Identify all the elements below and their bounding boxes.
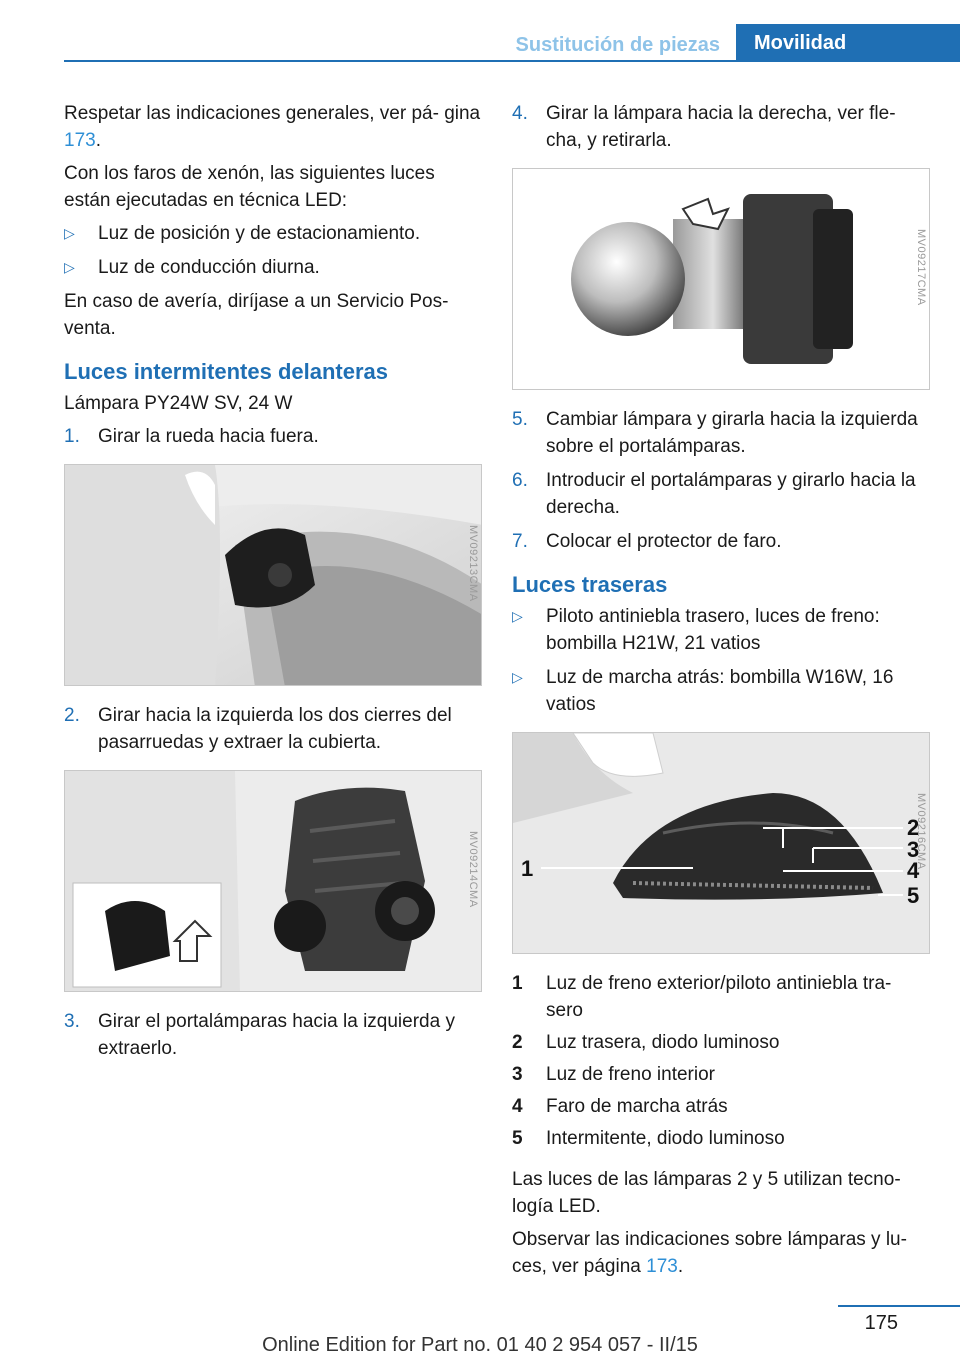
footer-rule bbox=[838, 1305, 960, 1307]
page-link-173[interactable]: 173 bbox=[646, 1256, 678, 1277]
callout-label-5: 5 bbox=[907, 883, 919, 908]
triangle-bullet-icon: ▷ bbox=[512, 608, 523, 624]
bullet-item: ▷Luz de conducción diurna. bbox=[64, 254, 482, 281]
section-heading-front-indicators: Luces intermitentes delanteras bbox=[64, 359, 389, 384]
step-2: 2.Girar hacia la izquierda los dos cierr… bbox=[64, 705, 452, 753]
step-1: 1.Girar la rueda hacia fuera. bbox=[64, 426, 319, 447]
step-3: 3.Girar el portalámparas hacia la izquie… bbox=[64, 1011, 455, 1059]
callout-label-3: 3 bbox=[907, 837, 919, 862]
step-6: 6.Introducir el portalámparas y girarlo … bbox=[512, 470, 916, 518]
footer-edition: Online Edition for Part no. 01 40 2 954 … bbox=[262, 1334, 698, 1356]
bullet-item: ▷Luz de posición y de estacionamiento. bbox=[64, 220, 482, 247]
header-chapter-tab: Movilidad bbox=[736, 24, 960, 62]
bullet-item: ▷Piloto antiniebla trasero, luces de fre… bbox=[512, 603, 930, 657]
left-column: Respetar las indicaciones generales, ver… bbox=[64, 100, 482, 1069]
header-rule bbox=[64, 60, 960, 62]
figure-code: MV09213CMA bbox=[467, 525, 479, 602]
outro-paragraph-1: Las luces de las lámparas 2 y 5 utilizan… bbox=[512, 1169, 901, 1217]
figure-code: MV09214CMA bbox=[467, 831, 479, 908]
step-4: 4.Girar la lámpara hacia la derecha, ver… bbox=[512, 103, 896, 151]
lamp-spec: Lámpara PY24W SV, 24 W bbox=[64, 393, 293, 414]
triangle-bullet-icon: ▷ bbox=[64, 225, 75, 241]
callout-label-4: 4 bbox=[907, 858, 920, 883]
figure-wheel-arch: MV09213CMA bbox=[64, 464, 482, 686]
figure-code: MV09216CMA bbox=[915, 793, 927, 870]
callout-label-2: 2 bbox=[907, 815, 919, 840]
triangle-bullet-icon: ▷ bbox=[512, 669, 523, 685]
intro-paragraph-1: Respetar las indicaciones generales, ver… bbox=[64, 103, 481, 151]
figure-tail-light: 1 2 3 4 5 MV09216CMA bbox=[512, 732, 930, 954]
bullet-item: ▷Luz de marcha atrás: bombilla W16W, 16 … bbox=[512, 664, 930, 718]
triangle-bullet-icon: ▷ bbox=[64, 259, 75, 275]
header-section-title: Sustitución de piezas bbox=[515, 34, 720, 56]
step-5: 5.Cambiar lámpara y girarla hacia la izq… bbox=[512, 409, 918, 457]
callout-label-1: 1 bbox=[521, 856, 533, 881]
figure-bulb-removal: MV09217CMA bbox=[512, 168, 930, 390]
outro-paragraph-2: Observar las indicaciones sobre lámparas… bbox=[512, 1229, 907, 1277]
figure-code: MV09217CMA bbox=[915, 229, 927, 306]
section-heading-rear-lights: Luces traseras bbox=[512, 572, 668, 597]
right-column: 4.Girar la lámpara hacia la derecha, ver… bbox=[512, 100, 930, 1286]
intro-paragraph-3: En caso de avería, diríjase a un Servici… bbox=[64, 291, 449, 339]
figure-wheel-housing-cover: MV09214CMA bbox=[64, 770, 482, 992]
page-link-173[interactable]: 173 bbox=[64, 130, 96, 151]
page-number: 175 bbox=[864, 1312, 898, 1334]
intro-paragraph-2: Con los faros de xenón, las siguientes l… bbox=[64, 163, 435, 211]
step-7: 7.Colocar el protector de faro. bbox=[512, 531, 782, 552]
